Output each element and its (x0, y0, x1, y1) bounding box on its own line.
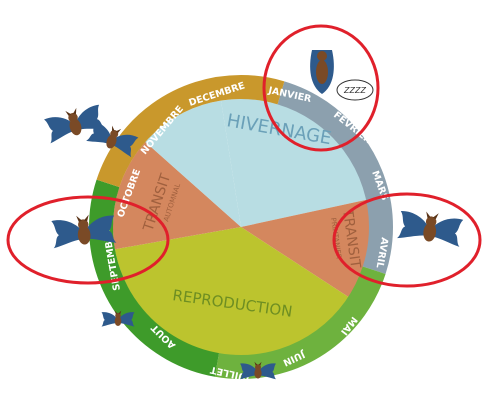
highlight-circle-september (6, 195, 170, 285)
snore-text: ZZZZ (343, 86, 366, 95)
transit-autumn-sector (112, 141, 241, 250)
hivernage-autumn-sector (145, 100, 241, 227)
highlight-circle-april (332, 192, 482, 288)
bat-sleeping-icon (310, 50, 334, 94)
highlight-circle-january (262, 24, 380, 152)
month-label: AVRIL (374, 236, 390, 268)
bat-pup-icon (240, 361, 276, 380)
bat-pup-icon (101, 310, 135, 327)
ring-spring (89, 75, 393, 379)
ring-autumn (89, 75, 393, 379)
reproduction-sector (114, 227, 349, 356)
ring-winter (89, 75, 393, 379)
bat-icon (397, 207, 464, 247)
snore-bubble: ZZZZ (336, 79, 374, 101)
hivernage-sector (221, 98, 367, 227)
